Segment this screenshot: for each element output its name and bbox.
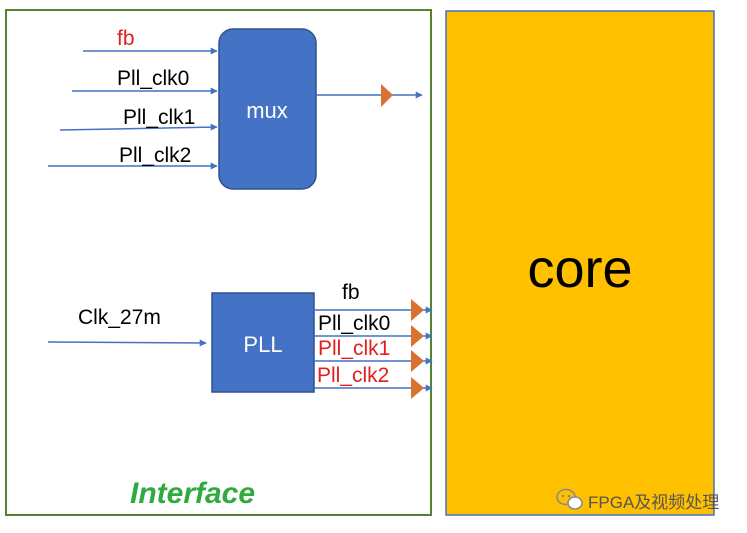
mux-block xyxy=(218,28,317,190)
pll-label: PLL xyxy=(243,332,282,357)
pll-input-label: Clk_27m xyxy=(78,306,161,329)
pll-output-label-pll-clk1: Pll_clk1 xyxy=(318,337,390,360)
pll-output-label-pll-clk0: Pll_clk0 xyxy=(318,312,390,335)
mux-input-label-pll-clk0: Pll_clk0 xyxy=(117,67,189,90)
pll-output-label-pll-clk2: Pll_clk2 xyxy=(317,364,389,387)
core-block xyxy=(445,10,715,516)
core-label: core xyxy=(527,239,632,299)
mux-input-label-fb: fb xyxy=(117,27,135,50)
pll-block xyxy=(211,292,315,393)
wechat-icon xyxy=(556,488,583,510)
mux-input-arrow-pll-clk1 xyxy=(59,123,218,131)
pll-output-port-pll-clk2 xyxy=(411,377,424,399)
mux-output-port xyxy=(381,84,393,107)
mux-input-label-pll-clk2: Pll_clk2 xyxy=(119,144,191,167)
mux-input-label-pll-clk1: Pll_clk1 xyxy=(123,106,195,129)
interface-title: Interface xyxy=(130,477,255,510)
watermark-text: FPGA及视频处理 xyxy=(588,493,719,512)
mux-label: mux xyxy=(246,98,288,123)
pll-output-label-fb: fb xyxy=(342,281,360,304)
pll-output-port-pll-clk0 xyxy=(411,325,424,347)
pll-output-port-pll-clk1 xyxy=(411,350,424,372)
pll-output-port-fb xyxy=(411,299,424,321)
pll-input-arrow xyxy=(47,339,207,347)
